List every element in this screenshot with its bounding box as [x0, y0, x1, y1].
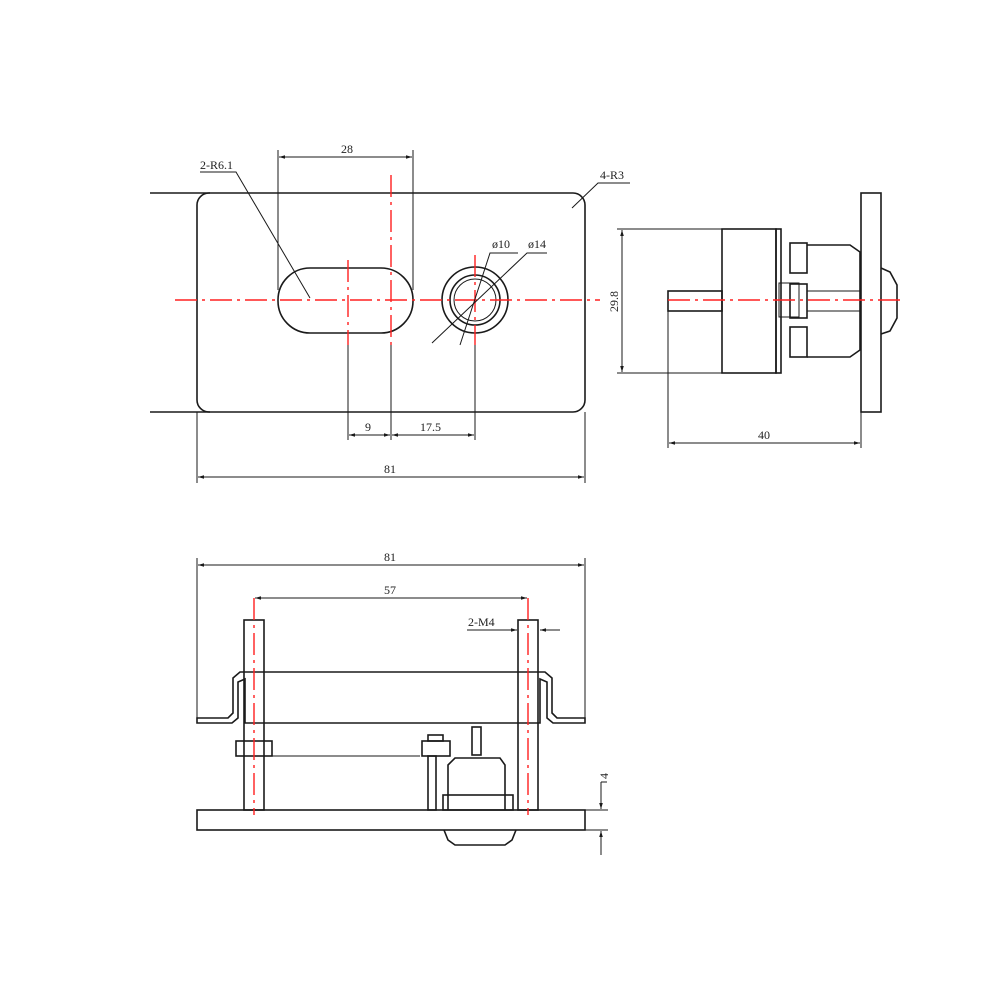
bottom-view: 81 57 2-M4 4	[196, 550, 611, 855]
dim-4: 4	[597, 773, 611, 779]
dim-57: 57	[384, 583, 396, 597]
dim-28: 28	[341, 142, 353, 156]
front-view: 28 2-R6.1 4-R3 ø10 ø14 9 17.5 81	[150, 142, 630, 483]
dim-17-5: 17.5	[420, 420, 441, 434]
dim-29-8: 29.8	[607, 291, 621, 312]
side-view: 29.8 40	[607, 192, 905, 448]
dim-2-r6-1: 2-R6.1	[200, 158, 233, 172]
dim-9: 9	[365, 420, 371, 434]
dim-40: 40	[758, 428, 770, 442]
dim-d14: ø14	[528, 237, 546, 251]
dim-4-r3: 4-R3	[600, 168, 624, 182]
dim-d10: ø10	[492, 237, 510, 251]
dim-81-bottom: 81	[384, 550, 396, 564]
dim-2-m4: 2-M4	[468, 615, 495, 629]
dim-81-front: 81	[384, 462, 396, 476]
